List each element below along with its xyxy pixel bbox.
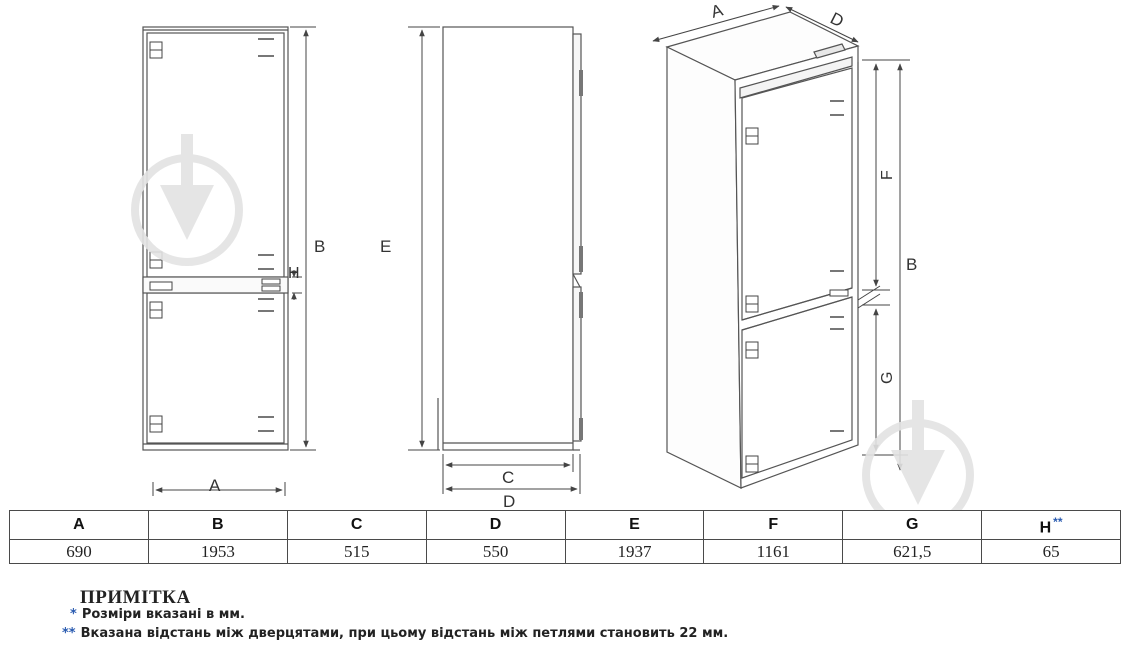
note-text: Вказана відстань між дверцятами, при цьо…	[80, 626, 729, 641]
value-f: 1161	[703, 539, 844, 565]
value-g: 621,5	[842, 539, 983, 565]
header-b: B	[147, 509, 288, 541]
dim-label-h: H	[288, 265, 300, 282]
value-e: 1937	[564, 539, 705, 565]
dim-label-c: C	[502, 468, 514, 487]
note-door-gap: ** Вказана відстань між дверцятами, при ц…	[62, 626, 728, 641]
hinge-icon	[149, 41, 281, 433]
technical-drawing: B H A E C D	[131, 0, 974, 510]
dim-label-d-side: D	[503, 492, 515, 510]
notes-title: ПРИМІТКА	[80, 587, 191, 608]
note-units: * Розміри вказані в мм.	[70, 607, 245, 622]
header-g: G	[842, 509, 983, 541]
header-d: D	[425, 509, 566, 541]
dim-label-b-front: B	[314, 237, 325, 256]
value-b: 1953	[147, 539, 288, 565]
front-dots	[258, 38, 274, 432]
dim-label-g: G	[879, 372, 896, 384]
side-dimensions	[408, 26, 581, 494]
front-dimensions	[152, 26, 316, 496]
table-header-row: A B C D E F G H**	[9, 509, 1121, 541]
note-text: Розміри вказані в мм.	[81, 607, 245, 622]
dimensions-table: A B C D E F G H** 690 1953 515 550 1937 …	[9, 509, 1121, 565]
iso-dimensions	[652, 4, 910, 471]
isometric-view	[665, 11, 860, 489]
value-a: 690	[9, 539, 149, 565]
note-mark: **	[62, 626, 76, 641]
dim-label-a-front: A	[209, 476, 221, 495]
dim-label-b-iso: B	[906, 255, 917, 274]
front-view	[142, 26, 289, 451]
dim-label-e: E	[380, 237, 391, 256]
header-h: H**	[981, 509, 1121, 541]
iso-hinges	[745, 127, 849, 473]
iso-dots	[830, 100, 844, 432]
side-view	[437, 26, 582, 451]
dim-label-f: F	[879, 170, 896, 180]
note-mark: *	[70, 607, 77, 622]
header-c: C	[286, 509, 427, 541]
header-h-label: H	[1039, 519, 1052, 537]
download-watermark-icon	[131, 134, 243, 266]
dim-label-d-iso: D	[827, 9, 847, 32]
dim-label-a-iso: A	[709, 0, 726, 22]
download-watermark-icon	[862, 400, 974, 510]
header-h-mark: **	[1053, 515, 1063, 529]
value-d: 550	[425, 539, 566, 565]
value-h: 65	[981, 539, 1121, 565]
header-f: F	[703, 509, 844, 541]
table-row: 690 1953 515 550 1937 1161 621,5 65	[9, 539, 1121, 565]
header-a: A	[9, 509, 149, 541]
side-hinges	[579, 70, 583, 440]
header-e: E	[564, 509, 705, 541]
value-c: 515	[286, 539, 427, 565]
